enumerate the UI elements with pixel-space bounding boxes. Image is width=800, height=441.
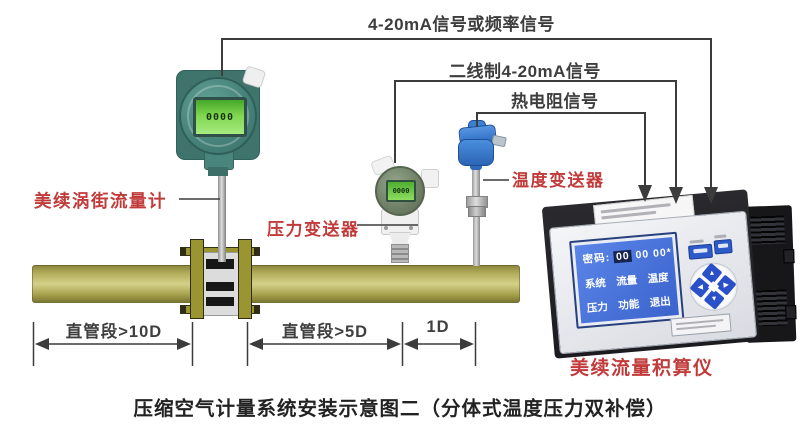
lcd-menu-item: 温度 [647,271,670,286]
mounting-tab [783,249,795,264]
lcd-menu-row-1: 系统 流量 温度 [584,270,669,292]
totalizer-lcd: 密码: 00 00 00* 系统 流量 温度 压力 功能 退出 [574,237,679,324]
model-label [670,313,732,337]
temperature-head-body [458,139,494,166]
flow-totalizer: 密码: 00 00 00* 系统 流量 温度 压力 功能 退出 [541,189,798,359]
arrow-down-icon: ▼ [710,295,718,304]
lcd-menu-item: 系统 [584,277,607,291]
temperature-transmitter-label: 温度变送器 [512,171,605,190]
lcd-menu-item: 流量 [615,274,638,289]
arrow-left-icon: ◀ [697,283,704,292]
dim-arrowhead [404,338,418,350]
pressure-signal-label: 二线制4-20mA信号 [449,62,601,81]
model-text-line [675,318,724,326]
diagram-caption: 压缩空气计量系统安装示意图二（分体式温度压力双补偿） [133,398,667,420]
mounting-tab [785,305,797,320]
vortex-meter-body [202,252,240,316]
model-text-line [676,324,717,331]
flowmeter-label: 美续涡街流量计 [34,191,167,211]
flange-left [190,239,204,319]
temperature-hex-fitting [468,206,486,217]
dimension-1d-label: 1D [426,318,450,336]
lcd-password-rest: 00 00* [635,246,673,262]
meter-internal-bar [206,297,234,306]
pressure-transmitter-lcd: 0000 [386,180,416,202]
process-pipe [32,265,520,303]
dimension-downstream-label: 直管段>5D [281,323,369,341]
lcd-password-label: 密码: [582,251,611,267]
button-caption [689,239,704,244]
vent-slots [749,215,785,245]
lcd-menu-item: 退出 [649,295,672,310]
meter-internal-bar [206,259,234,269]
lcd-menu-row-2: 压力 功能 退出 [586,294,672,316]
menu-button[interactable] [687,243,714,260]
totalizer-label: 美续流量积算仪 [570,358,714,379]
pressure-transmitter-bolt [409,226,413,230]
pressure-transmitter-bolt [384,226,388,230]
lcd-menu-item: 功能 [617,298,640,313]
temperature-probe-upper [472,169,480,198]
button-caption [714,234,727,239]
arrow-right-icon: ▶ [723,281,729,289]
totalizer-front-panel: 密码: 00 00 00* 系统 流量 温度 压力 功能 退出 [548,210,758,355]
flowmeter-collar [208,167,228,176]
arrow-up-icon: ▲ [708,269,716,278]
flowmeter-lcd: 0000 [193,97,247,137]
lcd-menu-item: 压力 [586,301,609,315]
dim-arrowhead [460,338,474,350]
enter-button[interactable] [713,238,733,255]
lcd-password-row: 密码: 00 00 00* [582,244,672,267]
temperature-probe-lower [473,214,480,266]
totalizer-lcd-frame: 密码: 00 00 00* 系统 流量 温度 压力 功能 退出 [569,231,685,329]
dimension-upstream-label: 直管段>10D [65,323,163,341]
meter-internal-bar [206,282,234,291]
flowmeter-stem [218,170,226,262]
pressure-transmitter-thread [391,244,409,263]
flow-signal-label: 4-20mA信号或频率信号 [368,15,555,34]
flange-right [238,239,252,319]
temperature-signal-label: 热电阻信号 [511,92,599,111]
nav-keypad: ▲ ◀ ▶ ▼ [687,260,740,313]
lcd-password-highlight: 00 [613,249,633,264]
pressure-transmitter-label: 压力变送器 [267,220,360,239]
